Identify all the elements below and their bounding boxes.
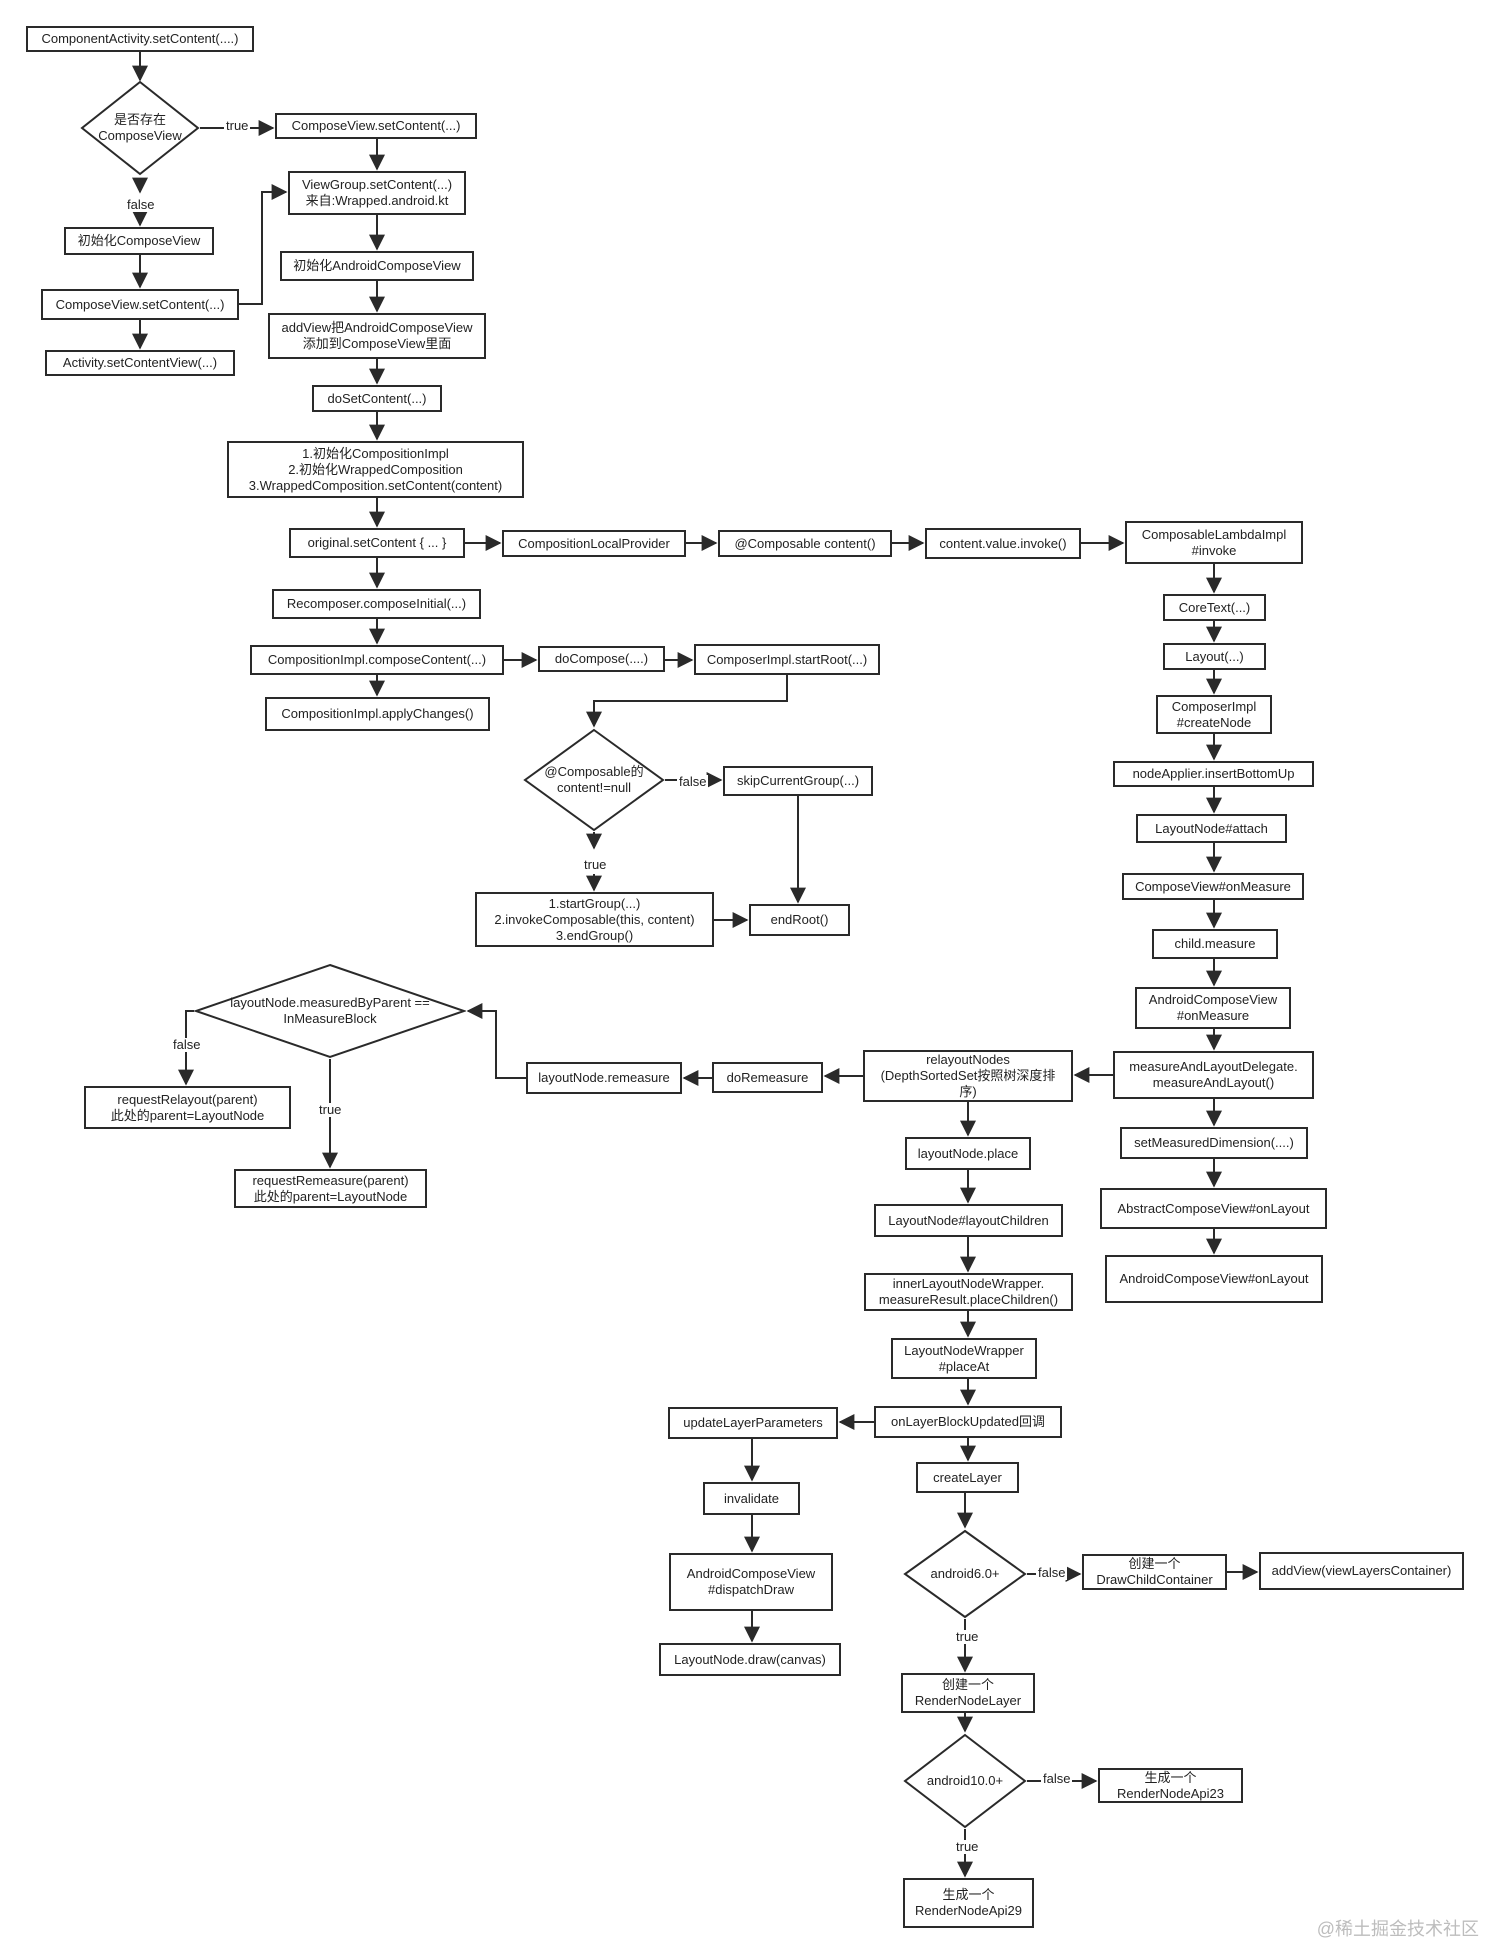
node-invalidate: invalidate bbox=[703, 1482, 800, 1515]
node-content-value-invoke: content.value.invoke() bbox=[925, 528, 1081, 559]
node-add-view-layers-container: addView(viewLayersContainer) bbox=[1259, 1552, 1464, 1590]
node-abstract-compose-view-on-layout: AbstractComposeView#onLayout bbox=[1100, 1188, 1327, 1229]
node-child-measure: child.measure bbox=[1152, 929, 1278, 959]
node-layout-node-wrapper-place-at: LayoutNodeWrapper #placeAt bbox=[891, 1338, 1037, 1379]
node-recomposer-compose-initial: Recomposer.composeInitial(...) bbox=[272, 589, 481, 619]
connector-arrow bbox=[466, 1003, 526, 1079]
node-composition-impl-apply-changes: CompositionImpl.applyChanges() bbox=[265, 697, 490, 731]
node-android-compose-view-on-measure: AndroidComposeView #onMeasure bbox=[1135, 987, 1291, 1029]
node-do-set-content: doSetContent(...) bbox=[312, 385, 442, 412]
decision-label: 是否存在 ComposeView bbox=[98, 112, 182, 143]
node-end-root: endRoot() bbox=[749, 904, 850, 936]
edge-label-false: false bbox=[1036, 1565, 1068, 1580]
node-relayout-nodes: relayoutNodes (DepthSortedSet按照树深度排 序) bbox=[863, 1050, 1073, 1102]
node-android-compose-view-on-layout: AndroidComposeView#onLayout bbox=[1105, 1255, 1323, 1303]
edge-label-true: true bbox=[954, 1839, 981, 1854]
node-core-text: CoreText(...) bbox=[1163, 594, 1266, 621]
connector-arrow bbox=[239, 184, 288, 305]
node-composable-lambda-impl-invoke: ComposableLambdaImpl #invoke bbox=[1125, 521, 1303, 564]
node-create-render-node-layer: 创建一个 RenderNodeLayer bbox=[901, 1673, 1035, 1713]
node-skip-current-group: skipCurrentGroup(...) bbox=[723, 766, 873, 796]
decision-label: @Composable的 content!=null bbox=[544, 764, 644, 795]
edge-label-true: true bbox=[317, 1102, 344, 1117]
node-layout-node-layout-children: LayoutNode#layoutChildren bbox=[874, 1204, 1063, 1237]
node-activity-set-content-view: Activity.setContentView(...) bbox=[45, 350, 235, 376]
node-set-measured-dimension: setMeasuredDimension(....) bbox=[1120, 1127, 1308, 1159]
node-request-relayout: requestRelayout(parent) 此处的parent=Layout… bbox=[84, 1086, 291, 1129]
node-compose-view-set-content: ComposeView.setContent(...) bbox=[275, 113, 477, 139]
edge-label-false: false bbox=[125, 197, 157, 212]
node-create-layer: createLayer bbox=[916, 1462, 1019, 1493]
node-component-activity-set-content: ComponentActivity.setContent(....) bbox=[26, 26, 254, 52]
node-android-compose-view-dispatch-draw: AndroidComposeView #dispatchDraw bbox=[669, 1553, 833, 1611]
node-create-draw-child-container: 创建一个 DrawChildContainer bbox=[1082, 1554, 1227, 1590]
edge-label-false: false bbox=[1041, 1771, 1073, 1786]
node-layout-node-attach: LayoutNode#attach bbox=[1136, 814, 1287, 843]
decision-label: android10.0+ bbox=[926, 1773, 1004, 1788]
edge-label-true: true bbox=[582, 857, 609, 872]
node-node-applier-insert-bottom-up: nodeApplier.insertBottomUp bbox=[1113, 761, 1314, 787]
node-layout-node-remeasure: layoutNode.remeasure bbox=[526, 1062, 682, 1094]
node-render-node-api23: 生成一个 RenderNodeApi23 bbox=[1098, 1768, 1243, 1803]
decision-content-not-null: @Composable的 content!=null bbox=[523, 728, 665, 832]
decision-android-6: android6.0+ bbox=[903, 1529, 1027, 1619]
node-request-remeasure: requestRemeasure(parent) 此处的parent=Layou… bbox=[234, 1169, 427, 1208]
node-composer-impl-create-node: ComposerImpl #createNode bbox=[1156, 695, 1272, 734]
node-original-set-content: original.setContent { ... } bbox=[289, 528, 465, 558]
node-do-remeasure: doRemeasure bbox=[712, 1062, 823, 1093]
node-compose-view-on-measure: ComposeView#onMeasure bbox=[1122, 873, 1304, 900]
node-composition-impl-compose-content: CompositionImpl.composeContent(...) bbox=[250, 645, 504, 675]
watermark: @稀土掘金技术社区 bbox=[1316, 1919, 1479, 1939]
edge-label-false: false bbox=[677, 774, 709, 789]
node-render-node-api29: 生成一个 RenderNodeApi29 bbox=[903, 1878, 1034, 1928]
node-inner-layout-node-wrapper: innerLayoutNodeWrapper. measureResult.pl… bbox=[864, 1273, 1073, 1311]
node-do-compose: doCompose(....) bbox=[538, 646, 665, 672]
decision-label: android6.0+ bbox=[930, 1566, 1000, 1581]
edge-label-false: false bbox=[171, 1037, 203, 1052]
node-layout-node-place: layoutNode.place bbox=[905, 1137, 1031, 1170]
connector-arrow bbox=[178, 1010, 194, 1086]
node-compose-view-set-content-2: ComposeView.setContent(...) bbox=[41, 289, 239, 320]
edge-label-true: true bbox=[224, 118, 251, 133]
node-on-layer-block-updated: onLayerBlockUpdated回调 bbox=[874, 1406, 1062, 1438]
node-init-compose-view: 初始化ComposeView bbox=[64, 227, 214, 255]
node-add-view: addView把AndroidComposeView 添加到ComposeVie… bbox=[268, 313, 486, 359]
node-start-group-invoke: 1.startGroup(...) 2.invokeComposable(thi… bbox=[475, 892, 714, 947]
node-measure-and-layout-delegate: measureAndLayoutDelegate. measureAndLayo… bbox=[1113, 1051, 1314, 1099]
node-init-composition: 1.初始化CompositionImpl 2.初始化WrappedComposi… bbox=[227, 441, 524, 498]
node-composable-content: @Composable content() bbox=[718, 530, 892, 557]
node-layout-node-draw: LayoutNode.draw(canvas) bbox=[659, 1643, 841, 1676]
connector-arrow bbox=[586, 675, 788, 728]
decision-compose-view-exists: 是否存在 ComposeView bbox=[80, 80, 200, 176]
node-viewgroup-set-content: ViewGroup.setContent(...) 来自:Wrapped.and… bbox=[288, 171, 466, 215]
decision-measured-by-parent: layoutNode.measuredByParent == InMeasure… bbox=[194, 963, 466, 1059]
node-layout: Layout(...) bbox=[1163, 643, 1266, 670]
decision-label: layoutNode.measuredByParent == InMeasure… bbox=[230, 995, 430, 1026]
edge-label-true: true bbox=[954, 1629, 981, 1644]
node-composition-local-provider: CompositionLocalProvider bbox=[502, 530, 686, 557]
node-init-android-compose-view: 初始化AndroidComposeView bbox=[280, 251, 474, 281]
node-update-layer-parameters: updateLayerParameters bbox=[668, 1407, 838, 1439]
decision-android-10: android10.0+ bbox=[903, 1733, 1027, 1829]
node-composer-impl-start-root: ComposerImpl.startRoot(...) bbox=[694, 644, 880, 675]
